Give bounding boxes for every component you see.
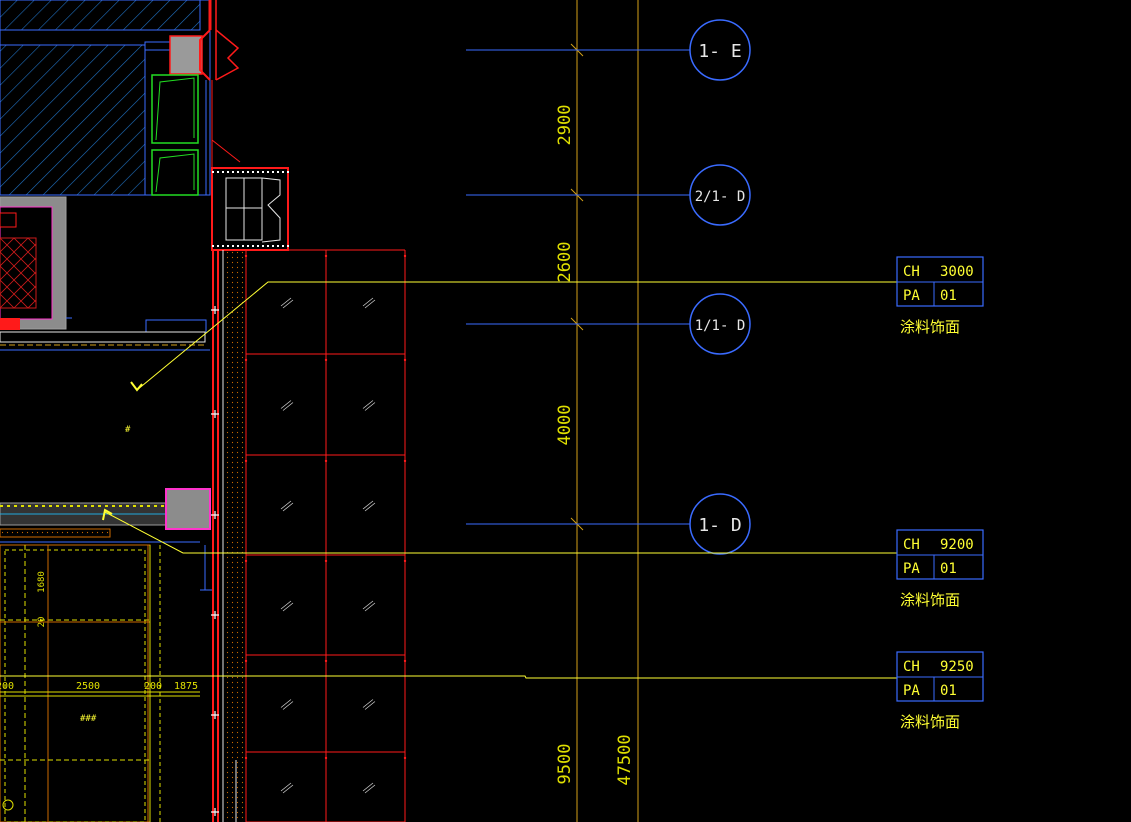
glass-mark [280,699,294,710]
tag-ch-label: CH [903,659,920,675]
balcony-frame [211,167,289,251]
panel-fixing [244,659,248,663]
anchor-tick [211,306,219,314]
anchor-tick [211,511,219,519]
panel-fixing [244,254,248,258]
room-block-lower-left: ### [0,544,212,822]
panel-fixing [403,459,407,463]
tag-ch-label: CH [903,537,920,553]
slab-upper [0,331,210,351]
panel-fixing [244,559,248,563]
room-block-left [0,196,207,333]
glass-mark [280,782,294,794]
panel-fixing [324,756,328,760]
glass-mark [280,500,294,512]
anchor-tick [211,611,219,619]
axis-2-1-d[interactable]: 2/1- D [466,164,751,226]
tag-pa-label: PA [903,288,920,304]
dim-2900: 2900 [555,105,575,146]
tag-ch-value: 9200 [940,537,974,553]
panel-fixing [244,756,248,760]
glass-mark [280,400,294,411]
tag-note: 涂料饰面 [900,318,960,336]
panel-fixing [244,459,248,463]
axis-bubble-1-d[interactable] [689,493,751,555]
tag-ch-9200[interactable]: CH 9200 PA 01 涂料饰面 [896,529,984,609]
axis-bubble-2-1-d[interactable] [689,164,751,226]
column-top [169,35,203,75]
tag-note: 涂料饰面 [900,591,960,609]
glass-mark [280,297,294,309]
dimension-texts: 2900 2600 4000 9500 47500 1680 20 200 25… [0,105,635,786]
dim-20: 20 [37,617,47,628]
tag-ch-value: 3000 [940,264,974,280]
panel-fixing [324,254,328,258]
column-mid [165,488,211,530]
panel-fixing [324,459,328,463]
axis-label-1-d: 1- D [698,515,741,536]
floor-mark: ### [80,714,97,724]
tag-pa-value: 01 [940,561,957,577]
beam-lower [0,488,211,543]
tag-pa-label: PA [903,683,920,699]
dim-1875: 1875 [174,681,198,692]
tag-ch-9250[interactable]: CH 9250 PA 01 涂料饰面 [896,651,984,731]
glass-mark [362,400,376,411]
glass-mark [280,600,294,612]
tag-ch-value: 9250 [940,659,974,675]
dim-200-a: 200 [0,681,14,692]
panel-fixing [324,358,328,362]
glass-mark [362,500,376,512]
panel-fixing [403,559,407,563]
panel-fixing [244,358,248,362]
dim-2600: 2600 [555,242,575,283]
axis-1-1-d[interactable]: 1/1- D [466,293,751,355]
glass-mark [362,699,376,710]
dim-9500: 9500 [555,744,575,785]
anchor-tick [211,711,219,719]
tag-ch-label: CH [903,264,920,280]
tag-pa-label: PA [903,561,920,577]
glass-mark [362,600,376,612]
glass-mark [362,297,376,309]
vertical-dimension-lines [570,0,639,822]
curtain-wall-grid [211,249,407,822]
panel-fixing [403,659,407,663]
glass-mark [362,782,376,794]
axis-1-d[interactable]: 1- D [466,493,751,555]
tag-pa-value: 01 [940,683,957,699]
glass-panel-2 [151,149,199,196]
anchor-tick [211,808,219,816]
panel-fixing [403,358,407,362]
panel-fixing [403,756,407,760]
anchor-tick [211,410,219,418]
axis-bubble-1-e[interactable] [689,19,751,81]
tag-note: 涂料饰面 [900,713,960,731]
dim-4000: 4000 [555,405,575,446]
svg-text:#: # [125,425,131,435]
axis-label-1-e: 1- E [698,41,741,62]
axis-label-1-1-d: 1/1- D [695,318,746,334]
axis-bubble-1-1-d[interactable] [689,293,751,355]
dim-47500: 47500 [615,734,635,785]
room-block-top-left [0,0,211,196]
exterior-wall [199,0,290,822]
tag-pa-value: 01 [940,288,957,304]
leader-lines: # [0,281,897,679]
panel-fixing [403,254,407,258]
dim-200-b: 200 [144,681,162,692]
axis-label-2-1-d: 2/1- D [695,189,746,205]
panel-fixing [324,659,328,663]
tag-ch-3000[interactable]: CH 3000 PA 01 涂料饰面 [896,256,984,336]
glass-panel-1 [151,74,199,144]
dim-2500: 2500 [76,681,100,692]
axis-1-e[interactable]: 1- E [466,19,751,81]
panel-fixing [324,559,328,563]
dim-1680: 1680 [37,571,47,593]
